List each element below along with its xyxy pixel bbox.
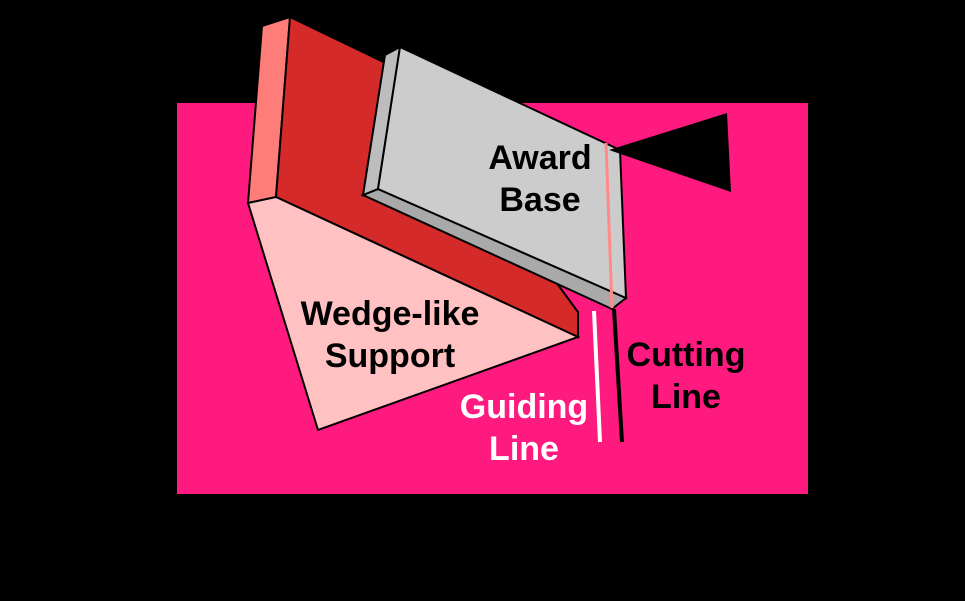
award-base-label-line1: Award	[488, 139, 592, 177]
guiding-line-label: Guiding Line	[434, 386, 614, 470]
wedge-support-label-line2: Support	[324, 337, 456, 375]
wedge-front-face	[246, 195, 581, 432]
guiding-line-label-line1: Guiding	[459, 388, 589, 426]
black-triangle-pointer-icon	[609, 113, 731, 192]
cutting-line-label: Cutting Line	[606, 334, 766, 418]
award-base-label-line2: Base	[499, 181, 581, 219]
cutting-line-label-line1: Cutting	[626, 336, 746, 374]
guiding-line-label-line2: Line	[489, 430, 559, 468]
wedge-support-label: Wedge-like Support	[280, 293, 500, 377]
award-base-label: Award Base	[440, 137, 640, 221]
wedge-support-label-line1: Wedge-like	[300, 295, 480, 333]
award-base-mark-line	[604, 142, 614, 309]
cutting-line-label-line2: Line	[651, 378, 721, 416]
cutting-line	[612, 308, 624, 443]
guiding-line	[592, 310, 602, 443]
